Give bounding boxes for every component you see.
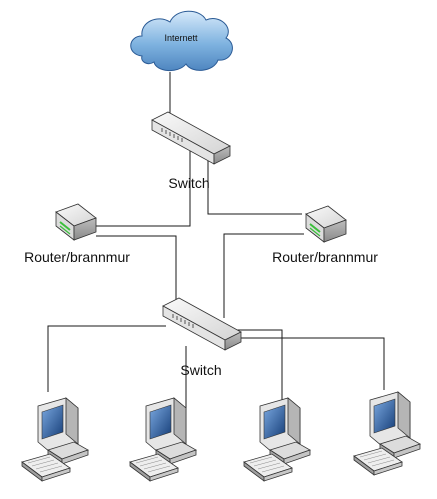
link-router-right-switch xyxy=(223,233,304,318)
connection-lines xyxy=(47,72,385,410)
router-left-icon xyxy=(55,203,97,241)
workstation-icon xyxy=(129,397,197,482)
cloud-label: Internett xyxy=(164,33,198,43)
bottom-switch-label: Switch xyxy=(180,362,221,378)
bottom-switch-icon xyxy=(162,297,242,351)
top-switch-icon xyxy=(151,111,231,165)
link-switch-router-left xyxy=(96,148,191,227)
workstation-icon xyxy=(21,397,89,482)
link-router-left-switch xyxy=(96,235,177,300)
link-switch-router-right xyxy=(207,150,302,215)
workstation-icon xyxy=(243,397,311,482)
internet-cloud-icon: Internett xyxy=(130,10,233,71)
link-ws-1 xyxy=(47,325,166,392)
link-ws-4 xyxy=(236,337,385,390)
router-left-label: Router/brannmur xyxy=(24,249,130,265)
router-right-icon xyxy=(305,205,347,243)
top-switch-label: Switch xyxy=(168,175,209,191)
router-right-label: Router/brannmur xyxy=(272,249,378,265)
link-ws-3 xyxy=(230,329,283,400)
workstation-icon xyxy=(353,391,421,476)
